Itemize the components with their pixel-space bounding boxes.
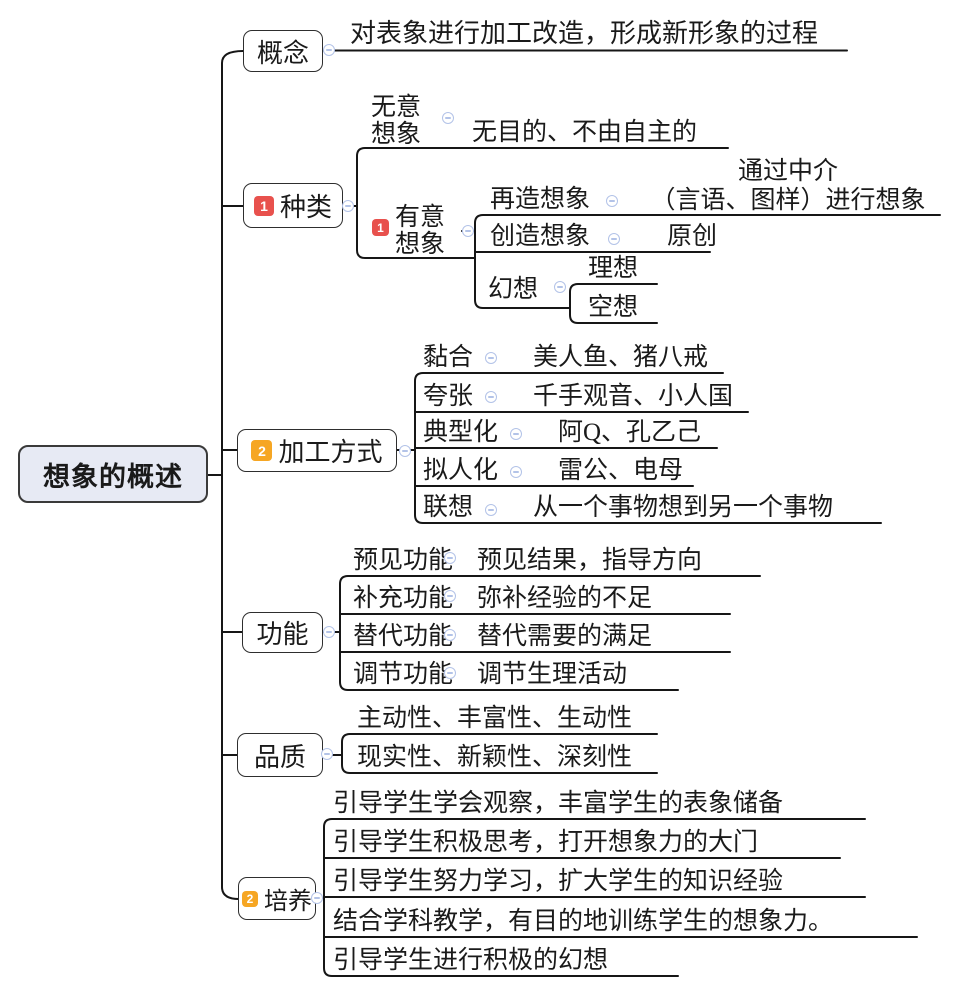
topic-creative-imagination[interactable]: 创造想象 xyxy=(490,223,591,250)
branch-concept-label: 概念 xyxy=(256,38,309,68)
branch-cultivation-label: 培养 xyxy=(264,889,312,915)
topic-association-example[interactable]: 从一个事物想到另一个事物 xyxy=(533,494,834,521)
collapse-icon[interactable] xyxy=(608,233,620,245)
topic-daydream[interactable]: 空想 xyxy=(588,294,639,321)
collapse-icon[interactable] xyxy=(311,892,323,904)
topic-foresee-function[interactable]: 预见功能 xyxy=(353,547,454,574)
collapse-icon[interactable] xyxy=(444,590,456,602)
root-topic[interactable]: 想象的概述 xyxy=(18,445,208,503)
collapse-icon[interactable] xyxy=(485,504,497,516)
collapse-icon[interactable] xyxy=(342,200,354,212)
topic-unintentional-imagination[interactable]: 无意 想象 xyxy=(371,94,422,148)
collapse-icon[interactable] xyxy=(554,281,566,293)
branch-functions-label: 功能 xyxy=(256,620,309,649)
topic-supplement-detail[interactable]: 弥补经验的不足 xyxy=(477,585,653,612)
priority-badge: 1 xyxy=(372,219,389,236)
collapse-icon[interactable] xyxy=(485,391,497,403)
topic-reproductive-imagination[interactable]: 再造想象 xyxy=(490,186,591,213)
topic-creative-detail[interactable]: 原创 xyxy=(667,223,718,250)
branch-functions[interactable]: 功能 xyxy=(242,612,323,653)
topic-association[interactable]: 联想 xyxy=(423,494,474,521)
topic-cultivation-row-2[interactable]: 引导学生积极思考，打开想象力的大门 xyxy=(333,829,759,856)
topic-fantasy[interactable]: 幻想 xyxy=(488,276,539,303)
collapse-icon[interactable] xyxy=(510,466,522,478)
branch-types-label: 种类 xyxy=(279,193,332,222)
topic-cultivation-row-5[interactable]: 引导学生进行积极的幻想 xyxy=(333,947,609,974)
collapse-icon[interactable] xyxy=(442,112,454,124)
branch-cultivation[interactable]: 2 培养 xyxy=(238,877,316,920)
collapse-icon[interactable] xyxy=(399,445,411,457)
branch-processing-methods-label: 加工方式 xyxy=(278,438,383,467)
topic-personification-example[interactable]: 雷公、电母 xyxy=(558,457,684,484)
collapse-icon[interactable] xyxy=(444,552,456,564)
topic-quality-row-1[interactable]: 主动性、丰富性、生动性 xyxy=(357,705,633,732)
branch-qualities[interactable]: 品质 xyxy=(237,733,323,777)
topic-supplement-function[interactable]: 补充功能 xyxy=(353,585,454,612)
priority-badge: 2 xyxy=(242,890,258,907)
collapse-icon[interactable] xyxy=(485,352,497,364)
topic-blending-example[interactable]: 美人鱼、猪八戒 xyxy=(533,344,709,371)
collapse-icon[interactable] xyxy=(462,225,474,237)
collapse-icon[interactable] xyxy=(444,629,456,641)
topic-substitute-function[interactable]: 替代功能 xyxy=(353,623,454,650)
topic-exaggeration[interactable]: 夸张 xyxy=(423,383,474,410)
topic-cultivation-row-4[interactable]: 结合学科教学，有目的地训练学生的想象力。 xyxy=(333,908,834,935)
topic-blending[interactable]: 黏合 xyxy=(423,344,474,371)
collapse-icon[interactable] xyxy=(606,195,618,207)
topic-exaggeration-example[interactable]: 千手观音、小人国 xyxy=(533,383,734,410)
topic-typification-example[interactable]: 阿Q、孔乙己 xyxy=(558,419,702,446)
topic-unintentional-detail[interactable]: 无目的、不由自主的 xyxy=(472,119,698,146)
topic-foresee-detail[interactable]: 预见结果，指导方向 xyxy=(477,547,703,574)
topic-ideal[interactable]: 理想 xyxy=(588,255,639,282)
branch-concept[interactable]: 概念 xyxy=(243,30,323,72)
priority-badge: 1 xyxy=(253,195,274,216)
collapse-icon[interactable] xyxy=(444,667,456,679)
topic-concept-definition[interactable]: 对表象进行加工改造，形成新形象的过程 xyxy=(350,19,819,48)
collapse-icon[interactable] xyxy=(321,748,333,760)
collapse-icon[interactable] xyxy=(323,44,335,56)
topic-typification[interactable]: 典型化 xyxy=(423,419,499,446)
priority-badge: 2 xyxy=(251,440,273,461)
topic-personification[interactable]: 拟人化 xyxy=(423,457,499,484)
branch-qualities-label: 品质 xyxy=(253,742,306,772)
topic-regulate-function[interactable]: 调节功能 xyxy=(353,661,454,688)
topic-substitute-detail[interactable]: 替代需要的满足 xyxy=(477,623,653,650)
branch-types[interactable]: 1 种类 xyxy=(243,183,343,228)
collapse-icon[interactable] xyxy=(510,428,522,440)
topic-cultivation-row-1[interactable]: 引导学生学会观察，丰富学生的表象储备 xyxy=(333,790,784,817)
topic-reproductive-detail[interactable]: 通过中介 （言语、图样）进行想象 xyxy=(650,158,926,214)
topic-quality-row-2[interactable]: 现实性、新颖性、深刻性 xyxy=(357,744,633,771)
branch-processing-methods[interactable]: 2 加工方式 xyxy=(237,429,397,472)
collapse-icon[interactable] xyxy=(323,626,335,638)
topic-regulate-detail[interactable]: 调节生理活动 xyxy=(477,661,628,688)
topic-cultivation-row-3[interactable]: 引导学生努力学习，扩大学生的知识经验 xyxy=(333,868,784,895)
topic-intentional-imagination[interactable]: 有意 想象 xyxy=(395,204,446,258)
